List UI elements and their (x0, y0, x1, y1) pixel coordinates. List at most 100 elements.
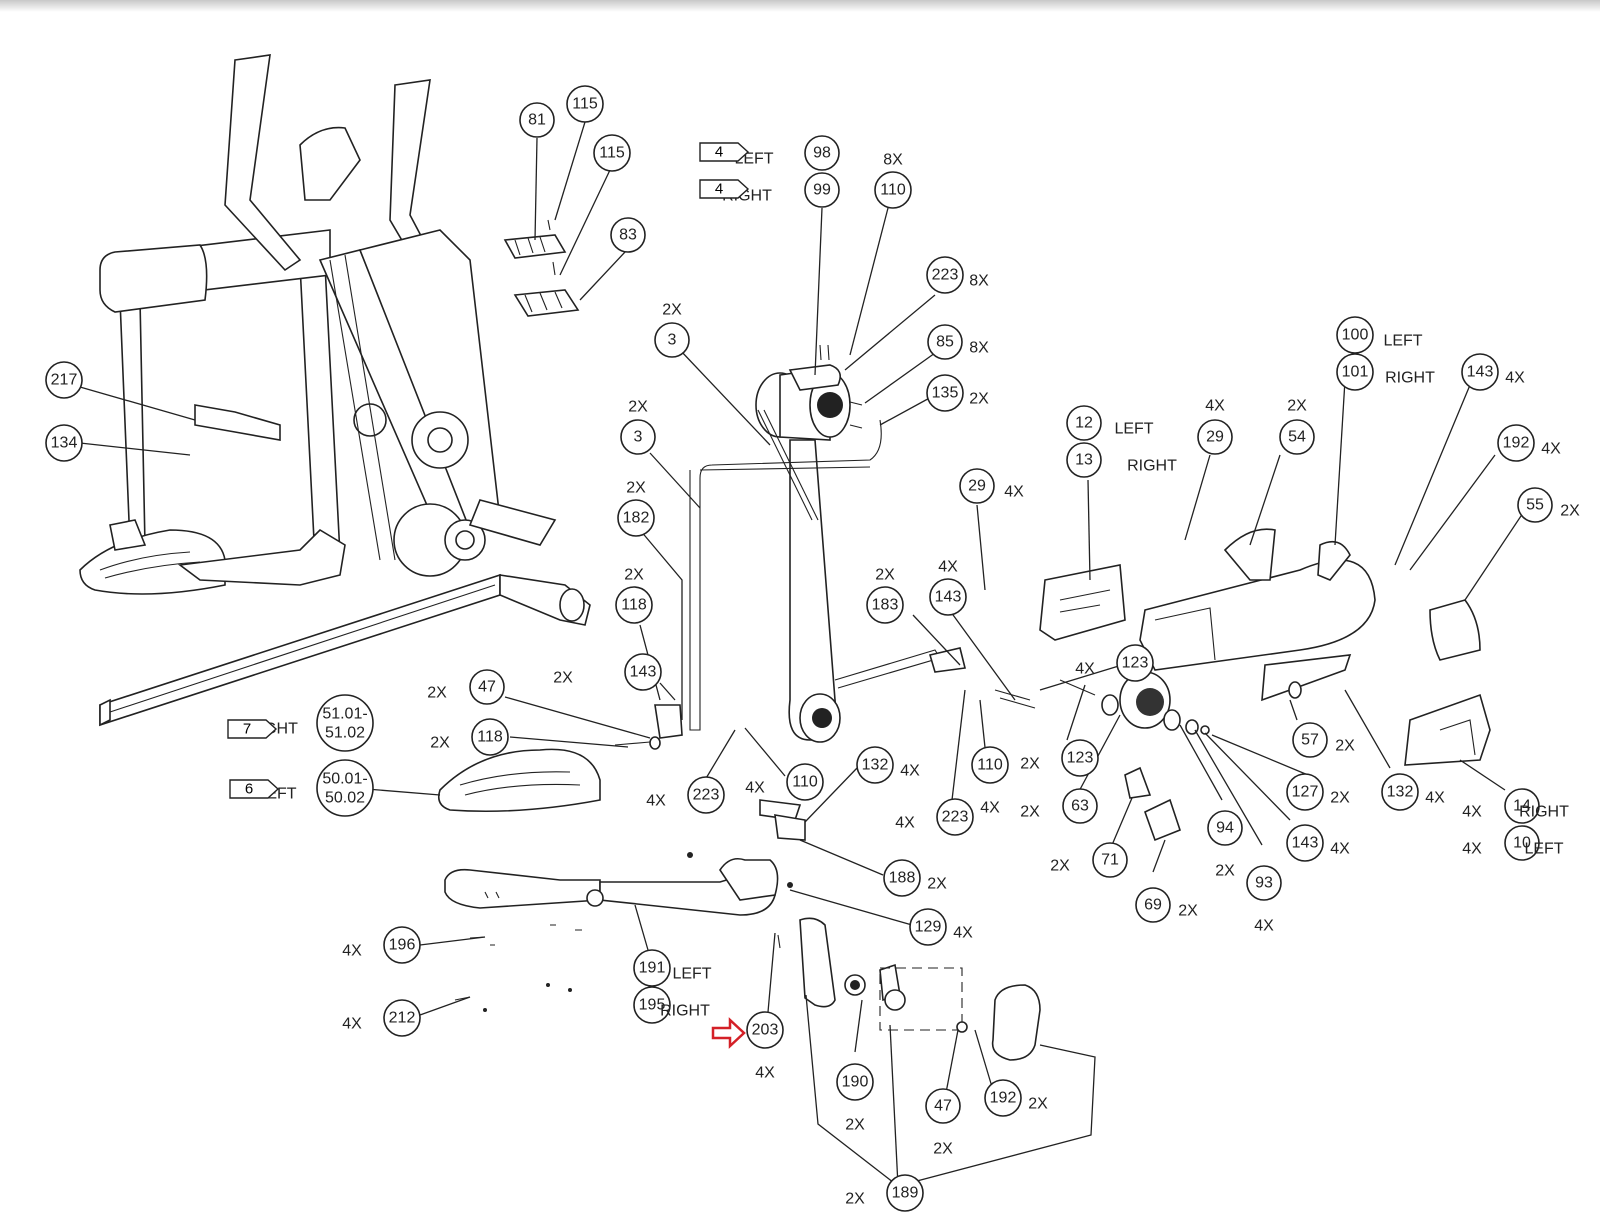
callout-circle (1292, 722, 1328, 758)
callout-circle (593, 134, 631, 172)
callout-number: 54 (1288, 429, 1306, 446)
callout-number: 110 (977, 757, 1003, 774)
callout-number: 143 (1467, 364, 1494, 381)
callout-circle (927, 324, 963, 360)
callout-circle (925, 1088, 961, 1124)
ref-flag-7-right: 7 (227, 719, 278, 739)
callout-number: 182 (623, 510, 650, 527)
callout-223a: 223 8X (926, 256, 989, 294)
callout-number: 51.01- (322, 706, 367, 723)
callout-number: 143 (1292, 835, 1319, 852)
callout-circle (856, 746, 894, 784)
svg-text:6: 6 (245, 781, 253, 798)
quantity-label: 8X (969, 273, 989, 290)
quantity-label: 4X (1205, 398, 1225, 415)
quantity-label: 2X (845, 1117, 865, 1134)
side-label: RIGHT (1385, 370, 1435, 387)
callout-circle (617, 499, 655, 537)
side-label: RIGHT (1127, 458, 1177, 475)
callout-number: 118 (621, 597, 647, 614)
callout-circle (836, 1063, 874, 1101)
callout-circle (1381, 773, 1419, 811)
callout-circle (1497, 424, 1535, 462)
callout-number: 50.02 (325, 790, 365, 807)
quantity-label: 4X (755, 1065, 775, 1082)
ref-flag-6-left: 6 (229, 779, 280, 799)
callout-circle (1061, 739, 1099, 777)
callout-number: 115 (599, 145, 625, 162)
callout-number: 203 (752, 1022, 779, 1039)
callout-circle (1062, 788, 1098, 824)
quantity-label: 2X (1287, 398, 1307, 415)
callout-number: 99 (813, 182, 831, 199)
callout-number: 129 (915, 919, 942, 936)
callout-circle (519, 102, 555, 138)
callout-circle (786, 763, 824, 801)
callout-circle (654, 322, 690, 358)
callout-83: 83 (610, 217, 646, 253)
callout-number: 217 (51, 372, 78, 389)
callout-number: 57 (1301, 732, 1319, 749)
callout-circle (804, 135, 840, 171)
callout-circle (1517, 487, 1553, 523)
quantity-label: 2X (969, 391, 989, 408)
callout-circle (886, 1174, 924, 1212)
highlight-arrow-icon (711, 1017, 746, 1049)
quantity-label: 2X (1335, 738, 1355, 755)
callout-number: 3 (634, 429, 643, 446)
callout-number: 196 (389, 937, 416, 954)
callout-number: 55 (1526, 497, 1544, 514)
callout-number: 192 (990, 1090, 1017, 1107)
side-label: LEFT (1383, 333, 1422, 350)
callout-number: 47 (478, 679, 496, 696)
callout-number: 132 (1387, 784, 1414, 801)
callout-217: 217 (45, 361, 83, 399)
callout-number: 83 (619, 227, 637, 244)
callout-number: 212 (389, 1010, 416, 1027)
callout-number: 223 (932, 267, 959, 284)
callout-3a: 32X (654, 302, 690, 358)
quantity-label: 2X (553, 670, 573, 687)
callout-circle (1336, 353, 1374, 391)
grip-parts (503, 219, 580, 317)
callout-number: 63 (1071, 798, 1089, 815)
callout-number: 81 (528, 112, 546, 129)
callout-circle (926, 374, 964, 412)
quantity-label: 2X (1050, 858, 1070, 875)
callout-number: 190 (842, 1074, 869, 1091)
callout-134: 134 (45, 424, 83, 462)
crank-arm-assembly (689, 344, 941, 743)
quantity-label: 2X (624, 567, 644, 584)
callout-circle (1197, 419, 1233, 455)
callout-57: 57 2X (1292, 722, 1355, 758)
right-pedal (437, 704, 683, 813)
callout-circle (615, 586, 653, 624)
callout-number: 10 (1513, 835, 1531, 852)
window-top-edge (0, 0, 1600, 12)
callout-number: 223 (693, 787, 720, 804)
callout-circle (687, 776, 725, 814)
callout-number: 69 (1144, 897, 1162, 914)
callout-circle (1504, 825, 1540, 861)
callout-number: 93 (1255, 875, 1273, 892)
callout-circle (959, 468, 995, 504)
callout-circle (874, 171, 912, 209)
